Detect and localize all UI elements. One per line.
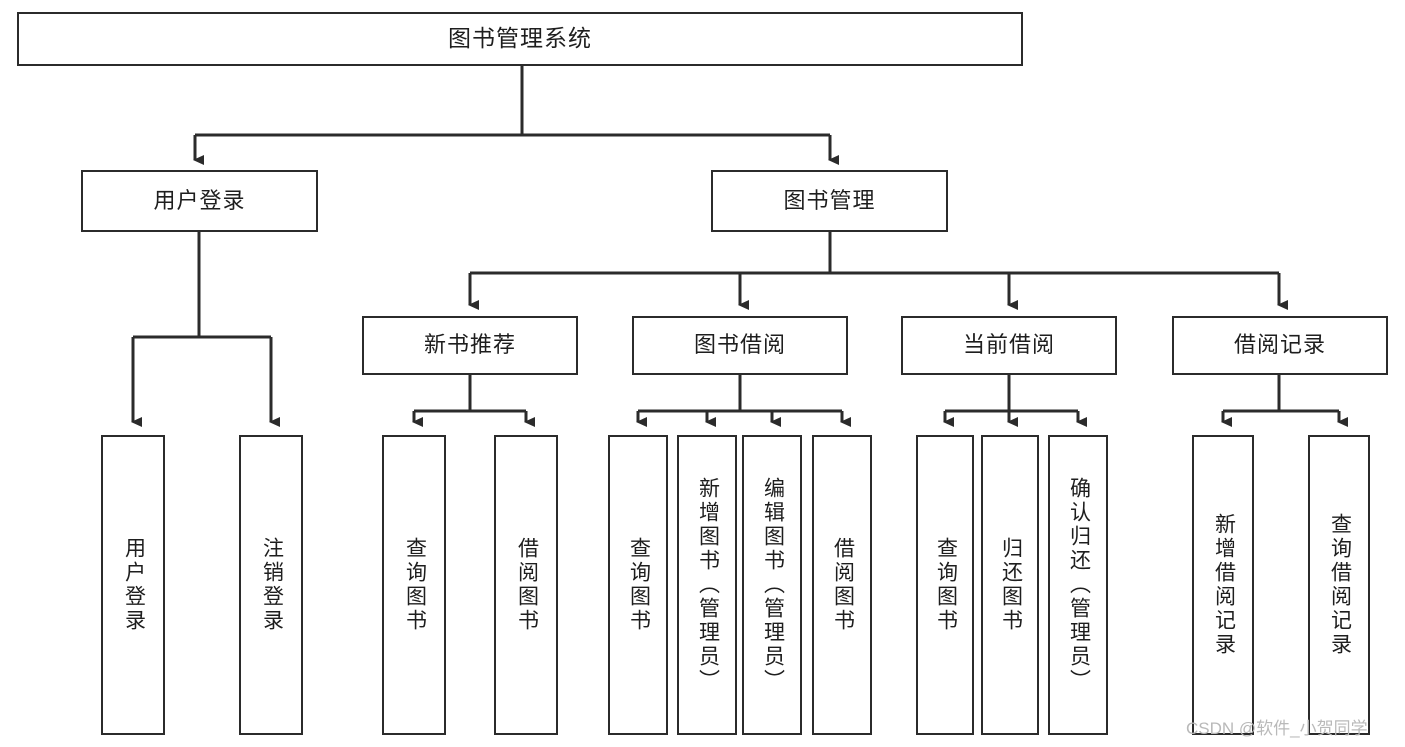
leaf-record-add-record[interactable]: 新增借阅记录 xyxy=(1192,435,1254,735)
leaf-label: 确认归还（管理员） xyxy=(1067,477,1091,693)
leaf-borrow-add-book-admin[interactable]: 新增图书（管理员） xyxy=(677,435,737,735)
leaf-borrow-borrow-book[interactable]: 借阅图书 xyxy=(812,435,872,735)
leaf-record-query-record[interactable]: 查询借阅记录 xyxy=(1308,435,1370,735)
node-user-login[interactable]: 用户登录 xyxy=(81,170,318,232)
leaf-current-confirm-return-admin[interactable]: 确认归还（管理员） xyxy=(1048,435,1108,735)
leaf-label: 新增图书（管理员） xyxy=(696,477,720,693)
leaf-borrow-edit-book-admin[interactable]: 编辑图书（管理员） xyxy=(742,435,802,735)
node-book-management[interactable]: 图书管理 xyxy=(711,170,948,232)
node-borrow-record[interactable]: 借阅记录 xyxy=(1172,316,1388,375)
node-label: 当前借阅 xyxy=(962,332,1055,358)
leaf-current-query-book[interactable]: 查询图书 xyxy=(916,435,974,735)
node-label: 图书借阅 xyxy=(693,332,786,358)
leaf-label: 借阅图书 xyxy=(831,537,855,633)
node-new-book-recommend[interactable]: 新书推荐 xyxy=(362,316,578,375)
node-label: 借阅记录 xyxy=(1233,332,1326,358)
leaf-recommend-borrow-book[interactable]: 借阅图书 xyxy=(494,435,558,735)
leaf-current-return-book[interactable]: 归还图书 xyxy=(981,435,1039,735)
leaf-label: 查询借阅记录 xyxy=(1328,513,1352,657)
node-book-borrow[interactable]: 图书借阅 xyxy=(632,316,848,375)
node-label: 新书推荐 xyxy=(423,332,516,358)
leaf-label: 注销登录 xyxy=(260,537,284,633)
watermark: CSDN @软件_小贺同学 xyxy=(1186,719,1368,738)
leaf-borrow-query-book[interactable]: 查询图书 xyxy=(608,435,668,735)
leaf-user-login-login[interactable]: 用户登录 xyxy=(101,435,165,735)
leaf-recommend-query-book[interactable]: 查询图书 xyxy=(382,435,446,735)
node-root-system[interactable]: 图书管理系统 xyxy=(17,12,1023,66)
leaf-user-login-logout[interactable]: 注销登录 xyxy=(239,435,303,735)
leaf-label: 编辑图书（管理员） xyxy=(761,477,785,693)
node-label: 图书管理系统 xyxy=(448,25,592,52)
leaf-label: 用户登录 xyxy=(122,537,146,633)
leaf-label: 新增借阅记录 xyxy=(1212,513,1236,657)
leaf-label: 归还图书 xyxy=(999,537,1023,633)
node-current-borrow[interactable]: 当前借阅 xyxy=(901,316,1117,375)
leaf-label: 查询图书 xyxy=(627,537,651,633)
leaf-label: 借阅图书 xyxy=(515,537,539,633)
leaf-label: 查询图书 xyxy=(403,537,427,633)
node-label: 用户登录 xyxy=(153,187,246,213)
leaf-label: 查询图书 xyxy=(934,537,958,633)
node-label: 图书管理 xyxy=(783,187,876,213)
